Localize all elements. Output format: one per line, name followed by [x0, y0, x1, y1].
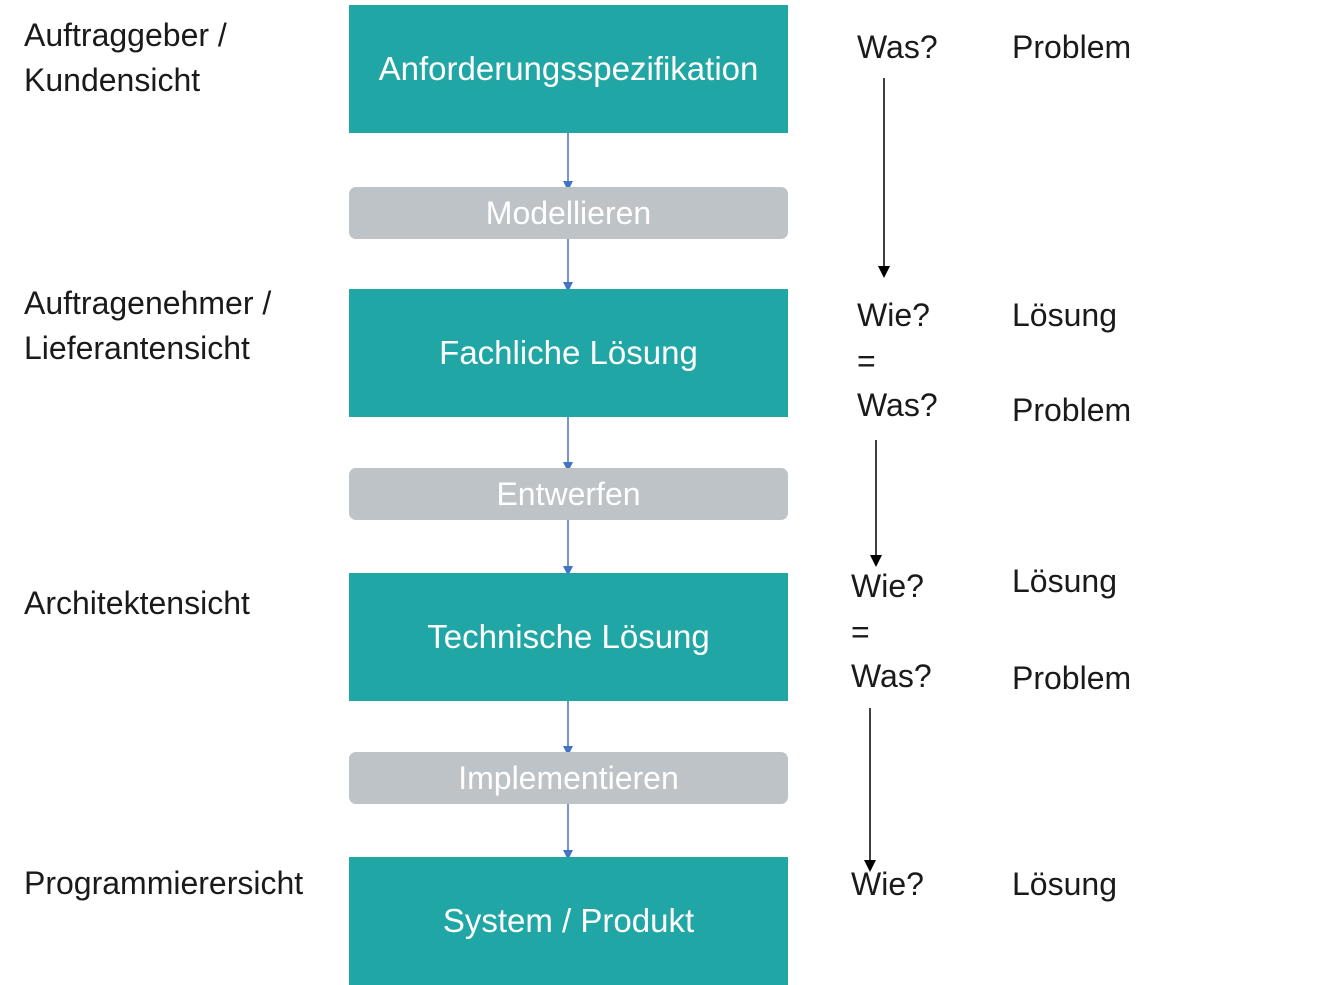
- question-was-1: Was?: [857, 29, 938, 65]
- stage-system-produkt: System / Produkt: [349, 857, 788, 985]
- term-loesung-4: Lösung: [1012, 866, 1117, 902]
- question-was-2: Was?: [857, 387, 938, 423]
- process-entwerfen: Entwerfen: [349, 468, 788, 520]
- term-loesung-3: Lösung: [1012, 563, 1117, 599]
- process-implementieren: Implementieren: [349, 752, 788, 804]
- stage-technische-loesung: Technische Lösung: [349, 573, 788, 701]
- term-problem-1: Problem: [1012, 29, 1132, 65]
- stage-anforderungsspezifikation: Anforderungsspezifikation: [349, 5, 788, 133]
- question-wie-2: Wie?: [857, 297, 930, 333]
- view-auftraggeber: Auftraggeber / Kundensicht: [24, 17, 227, 98]
- question-wie-3: Wie?: [851, 568, 924, 604]
- equals-sign-3: =: [851, 614, 870, 650]
- question-wie-4: Wie?: [851, 866, 924, 902]
- term-loesung-2: Lösung: [1012, 297, 1117, 333]
- term-problem-3: Problem: [1012, 660, 1132, 696]
- view-programmierer: Programmierersicht: [24, 865, 304, 901]
- process-modellieren: Modellieren: [349, 187, 788, 239]
- stage-fachliche-loesung: Fachliche Lösung: [349, 289, 788, 417]
- question-was-3: Was?: [851, 658, 932, 694]
- equals-sign-2: =: [857, 343, 876, 379]
- term-problem-2: Problem: [1012, 392, 1132, 428]
- view-architekt: Architektensicht: [24, 585, 250, 621]
- view-auftragnehmer: Auftragenehmer / Lieferantensicht: [24, 285, 272, 366]
